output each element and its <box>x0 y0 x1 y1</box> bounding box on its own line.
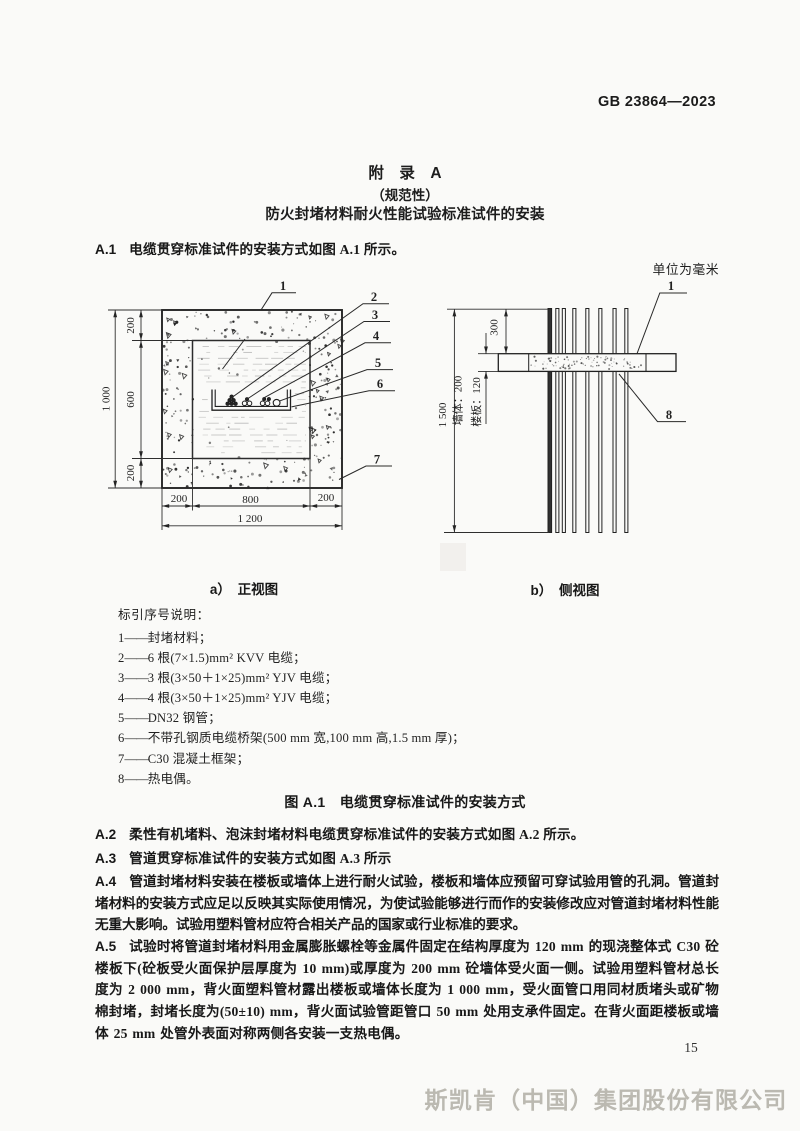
appendix-normative-label: （规范性） <box>371 188 439 203</box>
front-leader-label-4: 4 <box>373 329 380 343</box>
legend-item: 3——3 根(3×50＋1×25)mm² YJV 电缆； <box>118 671 338 686</box>
clause-a1: A.1 电缆贯穿标准试件的安装方式如图 A.1 所示。 <box>95 239 719 261</box>
clause-a5-text: 试验时将管道封堵材料用金属膨胀螺栓等金属件固定在结构厚度为 120 mm 的现浇… <box>95 939 719 1041</box>
legend-item: 8——热电偶。 <box>118 771 199 786</box>
scan-artifact <box>440 543 466 571</box>
side-view: 1 8 1 500 300 墙体：200 楼板：120 <box>437 279 687 533</box>
front-dim-200-right: 200 <box>318 492 335 504</box>
side-leader-lines <box>618 292 687 423</box>
front-dim-600: 600 <box>125 391 137 408</box>
front-view-caption: a） 正视图 <box>209 582 279 597</box>
figure-a1-drawing: 1 2 3 4 5 6 7 <box>101 279 687 533</box>
side-dim-wall-200: 墙体：200 <box>451 375 465 425</box>
front-leader-label-1: 1 <box>280 279 286 293</box>
legend-item: 7——C30 混凝土框架； <box>118 751 250 766</box>
yjv-cable-group-3 <box>241 397 253 407</box>
front-dim-1000: 1 000 <box>101 386 113 411</box>
front-leader-label-3: 3 <box>372 308 378 322</box>
side-leader-label-1: 1 <box>668 279 674 293</box>
front-dim-1200: 1 200 <box>238 513 263 525</box>
legend-item: 1——封堵材料； <box>118 631 212 645</box>
page-number: 15 <box>684 1040 698 1055</box>
front-view: 1 2 3 4 5 6 7 <box>101 279 395 530</box>
legend-item: 5——DN32 钢管； <box>118 711 222 726</box>
legend: 标引序号说明： 1——封堵材料； 2——6 根(7×1.5)mm² KVV 电缆… <box>118 604 678 789</box>
legend-title: 标引序号说明： <box>118 608 210 622</box>
front-leader-label-6: 6 <box>377 377 383 391</box>
concrete-frame-outline <box>161 309 343 489</box>
clause-a1-text: 电缆贯穿标准试件的安装方式如图 A.1 所示。 <box>129 242 406 257</box>
yjv-cable-group-4 <box>259 397 271 407</box>
clause-a1-number: A.1 <box>95 242 117 257</box>
front-leader-label-2: 2 <box>371 290 377 304</box>
front-dim-200-left: 200 <box>171 493 188 505</box>
front-leader-lines <box>222 292 395 480</box>
clause-a3-number: A.3 <box>95 851 117 866</box>
steel-pipe-section <box>272 398 281 407</box>
side-view-caption: b） 侧视图 <box>530 583 600 598</box>
clause-a5-number: A.5 <box>95 939 117 954</box>
clause-a3-text: 管道贯穿标准试件的安装方式如图 A.3 所示 <box>129 851 392 866</box>
watermark: 斯凯肯（中国）集团股份有限公司 <box>424 1087 788 1113</box>
clause-a2: A.2 柔性有机堵料、泡沫封堵材料电缆贯穿标准试件的安装方式如图 A.2 所示。 <box>95 824 719 846</box>
units-note: 单位为毫米 <box>652 263 719 277</box>
side-leader-label-8: 8 <box>666 408 672 422</box>
clause-a2-text: 柔性有机堵料、泡沫封堵材料电缆贯穿标准试件的安装方式如图 A.2 所示。 <box>129 827 585 842</box>
front-leader-label-7: 7 <box>374 453 380 467</box>
appendix-subtitle: 防火封堵材料耐火性能试验标准试件的安装 <box>265 207 545 223</box>
standard-code: GB 23864—2023 <box>597 94 716 110</box>
side-dim-300: 300 <box>489 319 501 336</box>
slab <box>497 353 677 373</box>
legend-item: 2——6 根(7×1.5)mm² KVV 电缆； <box>118 651 306 666</box>
front-dim-200-bottom: 200 <box>125 464 137 481</box>
figure-caption: 图 A.1 电缆贯穿标准试件的安装方式 <box>284 794 526 810</box>
slab-seal-texture <box>530 355 643 371</box>
clause-a4-number: A.4 <box>95 874 117 889</box>
seal-opening-outline <box>191 339 311 460</box>
legend-item: 4——4 根(3×50＋1×25)mm² YJV 电缆； <box>118 691 338 706</box>
side-cable-bars <box>547 308 629 533</box>
front-leader-label-5: 5 <box>375 356 381 370</box>
legend-item: 6——不带孔钢质电缆桥架(500 mm 宽,100 mm 高,1.5 mm 厚)… <box>118 731 465 746</box>
kvv-cable-bundle <box>225 394 238 406</box>
clause-a2-number: A.2 <box>95 827 117 842</box>
front-dimension-arrows <box>113 310 342 528</box>
side-dimension-lines <box>444 308 549 533</box>
appendix-title: 附 录 A <box>368 165 442 182</box>
front-dimension-lines <box>108 309 343 530</box>
front-dim-200-top: 200 <box>125 317 137 334</box>
front-dim-800: 800 <box>242 494 259 506</box>
clause-a4-text: 管道封堵材料安装在楼板或墙体上进行耐火试验，楼板和墙体应预留可穿试验用管的孔洞。… <box>95 874 719 933</box>
side-dim-floor-120: 楼板：120 <box>469 377 483 427</box>
clause-a3: A.3 管道贯穿标准试件的安装方式如图 A.3 所示 <box>95 848 719 870</box>
side-dimension-arrows <box>452 309 508 533</box>
side-dim-1500: 1 500 <box>437 402 449 427</box>
